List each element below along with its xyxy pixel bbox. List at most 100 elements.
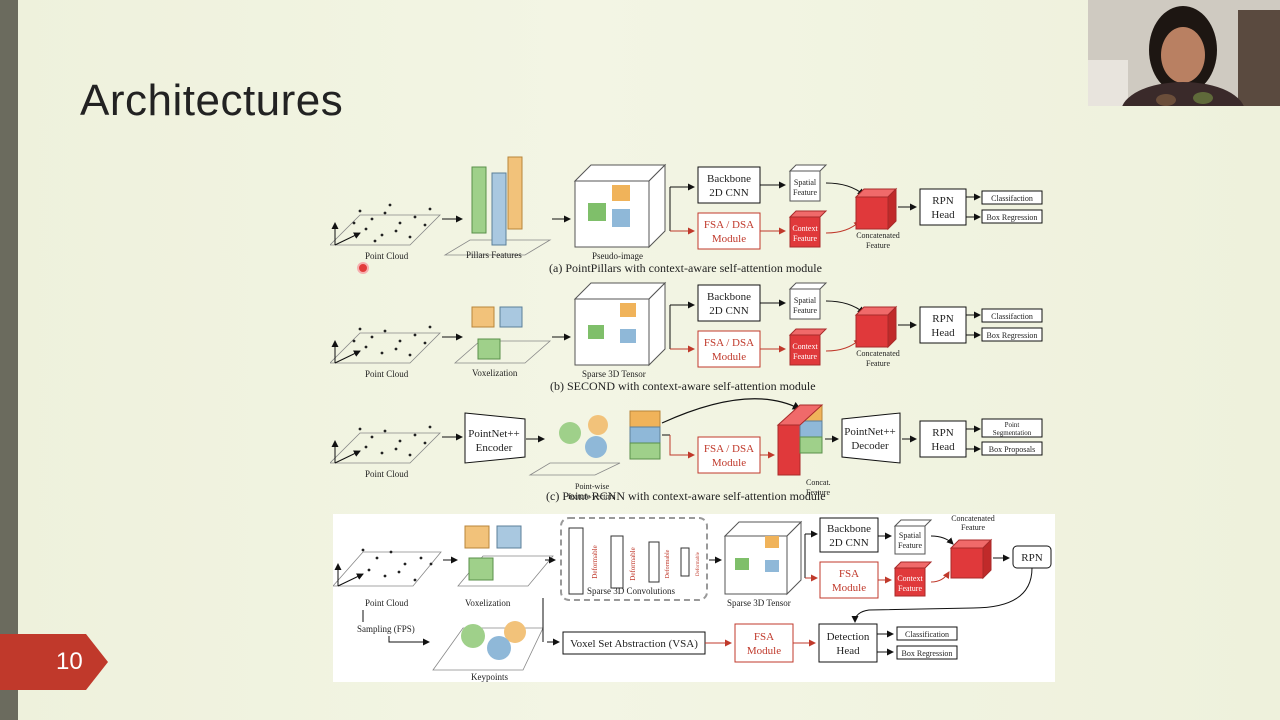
out-c-box-label: Box Proposals — [989, 445, 1035, 454]
backbone-b-line1: Backbone — [707, 291, 751, 303]
fsa2-d-2: Module — [747, 645, 781, 657]
fsa-a-line2: Module — [712, 233, 746, 245]
rpn-a-1: RPN — [932, 195, 953, 207]
concat-b-1: Concatenated — [856, 349, 900, 358]
out-d-class-label: Classification — [905, 630, 949, 639]
concat-cube-d — [951, 548, 983, 578]
encoder-2: Encoder — [476, 442, 513, 454]
point-cloud-b: Point Cloud — [330, 326, 440, 379]
backbone-d-2: 2D CNN — [829, 537, 868, 549]
rpn-b-2: Head — [931, 327, 955, 339]
spatial-a-1: Spatial — [794, 178, 817, 187]
row-b-second: Point Cloud Voxelization Sparse 3D Tenso… — [330, 283, 1042, 393]
label-c-point-cloud: Point Cloud — [365, 469, 409, 479]
spatial-d-1: Spatial — [899, 531, 922, 540]
label-b-point-cloud: Point Cloud — [365, 369, 409, 379]
concat-cube-b — [856, 315, 888, 347]
rpn-d: RPN — [1021, 552, 1042, 564]
context-d-1: Context — [897, 574, 923, 583]
decoder-trap — [842, 413, 900, 463]
sparse-conv-group: Deformable Deformable Deformable Deforma… — [561, 518, 707, 600]
keypoints-d: Keypoints — [433, 621, 543, 682]
label-d-vox: Voxelization — [465, 598, 511, 608]
backbone-b-line2: 2D CNN — [709, 305, 748, 317]
out-a-class-label: Classifaction — [991, 194, 1033, 203]
voxelization-b: Voxelization — [455, 307, 550, 378]
deform-1: Deformable — [591, 545, 599, 578]
out-d-box-label: Box Regression — [902, 649, 953, 658]
context-b-1: Context — [792, 342, 818, 351]
caption-b: (b) SECOND with context-aware self-atten… — [550, 379, 816, 393]
concat-b-2: Feature — [866, 359, 890, 368]
spatial-b-1: Spatial — [794, 296, 817, 305]
voxelization-d: Voxelization — [458, 526, 553, 608]
sparse-tensor-b: Sparse 3D Tensor — [575, 283, 665, 379]
fsa-a-line1: FSA / DSA — [704, 219, 754, 231]
context-a-2: Feature — [793, 234, 817, 243]
label-a-point-cloud: Point Cloud — [365, 251, 409, 261]
deform-4: Deformable — [696, 551, 701, 576]
point-cloud-a: Point Cloud — [330, 204, 440, 261]
out-a-box-label: Box Regression — [987, 213, 1038, 222]
spatial-d-2: Feature — [898, 541, 922, 550]
rpn-a-2: Head — [931, 209, 955, 221]
deform-3: Deformable — [664, 549, 671, 578]
spatial-a-2: Feature — [793, 188, 817, 197]
concat-a-2: Feature — [866, 241, 890, 250]
pseudo-image-a: Pseudo-image — [575, 165, 665, 261]
det-1: Detection — [827, 631, 870, 643]
left-accent-bar — [0, 0, 18, 720]
fsa-b-line1: FSA / DSA — [704, 337, 754, 349]
presenter-webcam — [1088, 0, 1280, 106]
label-a-pillars: Pillars Features — [466, 250, 522, 260]
rpn-b-1: RPN — [932, 313, 953, 325]
backbone-a-line2: 2D CNN — [709, 187, 748, 199]
label-b-vox: Voxelization — [472, 368, 518, 378]
pvrcnn-panel: Point Cloud Voxelization Deformable Defo… — [333, 514, 1055, 682]
context-a-1: Context — [792, 224, 818, 233]
label-d-sparse: Sparse 3D Tensor — [727, 598, 791, 608]
sparse-conv-label: Sparse 3D Convolutions — [587, 586, 675, 596]
concat-stack-c: Concat. Feature — [778, 405, 831, 497]
caption-c: (c) Point-RCNN with context-aware self-a… — [546, 489, 826, 503]
architecture-diagram: Point Cloud Pillars Features Pseudo-imag… — [330, 145, 1060, 510]
context-d-2: Feature — [898, 584, 922, 593]
deform-2: Deformable — [629, 547, 637, 580]
label-d-point-cloud: Point Cloud — [365, 598, 409, 608]
backbone-d-1: Backbone — [827, 523, 871, 535]
encoder-1: PointNet++ — [468, 428, 520, 440]
label-b-sparse: Sparse 3D Tensor — [582, 369, 646, 379]
sparse-tensor-d: Sparse 3D Tensor — [725, 522, 801, 608]
out-b-class-label: Classifaction — [991, 312, 1033, 321]
fsa-d-1: FSA — [839, 568, 859, 580]
sampling-label: Sampling (FPS) — [357, 624, 415, 634]
page-number: 10 — [56, 648, 83, 676]
out-c-seg-1: Point — [1005, 421, 1020, 429]
row-a-pointpillars: Point Cloud Pillars Features Pseudo-imag… — [330, 157, 1042, 275]
fsa-c-line1: FSA / DSA — [704, 443, 754, 455]
concat-a-1: Concatenated — [856, 231, 900, 240]
page-number-badge: 10 — [0, 634, 108, 690]
concat-d-2: Feature — [961, 523, 985, 532]
point-cloud-d: Point Cloud — [333, 549, 441, 608]
decoder-2: Decoder — [851, 440, 889, 452]
vsa-label: Voxel Set Abstraction (VSA) — [570, 638, 698, 650]
caption-a: (a) PointPillars with context-aware self… — [549, 261, 822, 275]
backbone-a-line1: Backbone — [707, 173, 751, 185]
fsa-b-line2: Module — [712, 351, 746, 363]
row-c-pointrcnn: Point Cloud PointNet++ Encoder Point-wis… — [330, 399, 1042, 503]
fsa-d-2: Module — [832, 582, 866, 594]
laser-pointer — [357, 262, 369, 274]
concat-d-1: Concatenated — [951, 514, 995, 523]
concat-cube-a — [856, 197, 888, 229]
decoder-1: PointNet++ — [844, 426, 896, 438]
concat-c-1: Concat. — [806, 478, 831, 487]
point-cloud-c: Point Cloud — [330, 426, 440, 479]
slide-title: Architectures — [80, 76, 343, 126]
det-2: Head — [836, 645, 860, 657]
fsa-c-line2: Module — [712, 457, 746, 469]
context-b-2: Feature — [793, 352, 817, 361]
fsa2-d-1: FSA — [754, 631, 774, 643]
rpn-c-2: Head — [931, 441, 955, 453]
label-a-pseudo: Pseudo-image — [592, 251, 643, 261]
